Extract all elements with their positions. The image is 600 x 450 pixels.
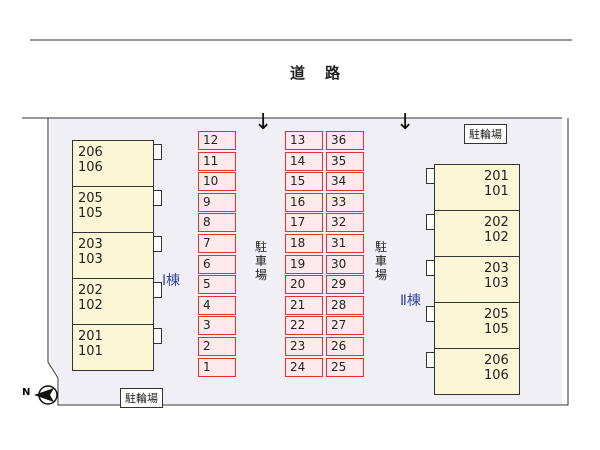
parking-space: 20: [285, 275, 323, 295]
parking-space: 10: [198, 172, 236, 192]
road-label: 道路: [289, 64, 360, 82]
building-2-unit-number-upper: 202: [484, 215, 509, 230]
parking-space: 18: [285, 234, 323, 253]
parking-space: 17: [285, 213, 323, 233]
building-1-unit-number-lower: 103: [78, 252, 103, 267]
parking-space: 12: [198, 131, 236, 150]
parking-space: 24: [285, 357, 323, 377]
building-1-unit: [72, 278, 154, 325]
parking-space: 14: [285, 151, 323, 171]
building-2-unit-number-lower: 106: [484, 368, 509, 383]
parking-space: 6: [198, 254, 236, 274]
parking-label-right: 駐車場: [374, 240, 387, 282]
parking-space: 8: [198, 213, 236, 233]
parking-space: 31: [326, 234, 364, 253]
building-2-entrance-door: [426, 214, 435, 230]
building-2-unit-number-lower: 105: [484, 322, 509, 337]
building-2-unit: [434, 256, 520, 303]
building-1-entrance-door: [153, 236, 162, 252]
building-2-unit-number-upper: 205: [484, 307, 509, 322]
building-1-label: Ⅰ棟: [162, 273, 181, 289]
building-1-unit-number-upper: 201: [78, 329, 103, 344]
parking-space: 19: [285, 254, 323, 274]
building-2-unit-number-upper: 206: [484, 353, 509, 368]
parking-space: 22: [285, 316, 323, 336]
building-2-unit-number-lower: 101: [484, 184, 509, 199]
building-2-unit: [434, 348, 520, 395]
parking-space: 15: [285, 172, 323, 192]
parking-space: 13: [285, 131, 323, 150]
parking-space: 16: [285, 192, 323, 212]
parking-space: 11: [198, 151, 236, 171]
building-1-entrance-door: [153, 282, 162, 298]
building-1-unit: [72, 186, 154, 233]
parking-space: 35: [326, 151, 364, 171]
building-2-unit-number-lower: 103: [484, 276, 509, 291]
parking-space: 2: [198, 337, 236, 356]
building-1-entrance-door: [153, 328, 162, 344]
parking-space: 34: [326, 172, 364, 192]
building-2-entrance-door: [426, 260, 435, 276]
building-2-unit-number-upper: 201: [484, 169, 509, 184]
parking-space: 28: [326, 295, 364, 315]
building-1-unit-number-lower: 106: [78, 160, 103, 175]
compass-north-label: N: [22, 387, 31, 398]
parking-space: 29: [326, 275, 364, 295]
parking-space: 33: [326, 192, 364, 212]
building-2-unit-number-lower: 102: [484, 230, 509, 245]
building-2-entrance-door: [426, 352, 435, 368]
bicycle-parking-bottom-left: 駐輪場: [120, 388, 163, 408]
parking-space: 32: [326, 213, 364, 233]
entrance-arrow-left: ↓: [254, 110, 273, 135]
parking-space: 5: [198, 275, 236, 295]
building-1-entrance-door: [153, 144, 162, 160]
compass: N: [22, 384, 64, 405]
building-1-unit-number-upper: 206: [78, 145, 103, 160]
building-1-unit-number-lower: 105: [78, 206, 103, 221]
parking-space: 3: [198, 316, 236, 336]
parking-space: 27: [326, 316, 364, 336]
parking-space: 21: [285, 295, 323, 315]
parking-space: 25: [326, 357, 364, 377]
compass-icon: [34, 385, 58, 405]
building-1-unit-number-upper: 203: [78, 237, 103, 252]
parking-space: 30: [326, 254, 364, 274]
building-1-entrance-door: [153, 190, 162, 206]
building-1-unit: [72, 324, 154, 371]
building-2-label: Ⅱ棟: [400, 293, 421, 309]
building-1-unit: [72, 140, 154, 187]
entrance-arrow-right: ↓: [396, 110, 415, 135]
parking-space: 23: [285, 337, 323, 356]
parking-space: 36: [326, 131, 364, 150]
parking-space: 7: [198, 234, 236, 253]
building-2-entrance-door: [426, 306, 435, 322]
building-1-unit-number-lower: 101: [78, 344, 103, 359]
bicycle-parking-top-right: 駐輪場: [464, 124, 507, 144]
building-1-unit-number-upper: 205: [78, 191, 103, 206]
building-2-unit-number-upper: 203: [484, 261, 509, 276]
parking-space: 4: [198, 295, 236, 315]
parking-space: 26: [326, 337, 364, 356]
building-1-unit-number-lower: 102: [78, 298, 103, 313]
building-1-unit: [72, 232, 154, 279]
building-1-unit-number-upper: 202: [78, 283, 103, 298]
parking-space: 1: [198, 357, 236, 377]
parking-space: 9: [198, 192, 236, 212]
building-2-entrance-door: [426, 168, 435, 184]
parking-label-left: 駐車場: [254, 240, 267, 282]
